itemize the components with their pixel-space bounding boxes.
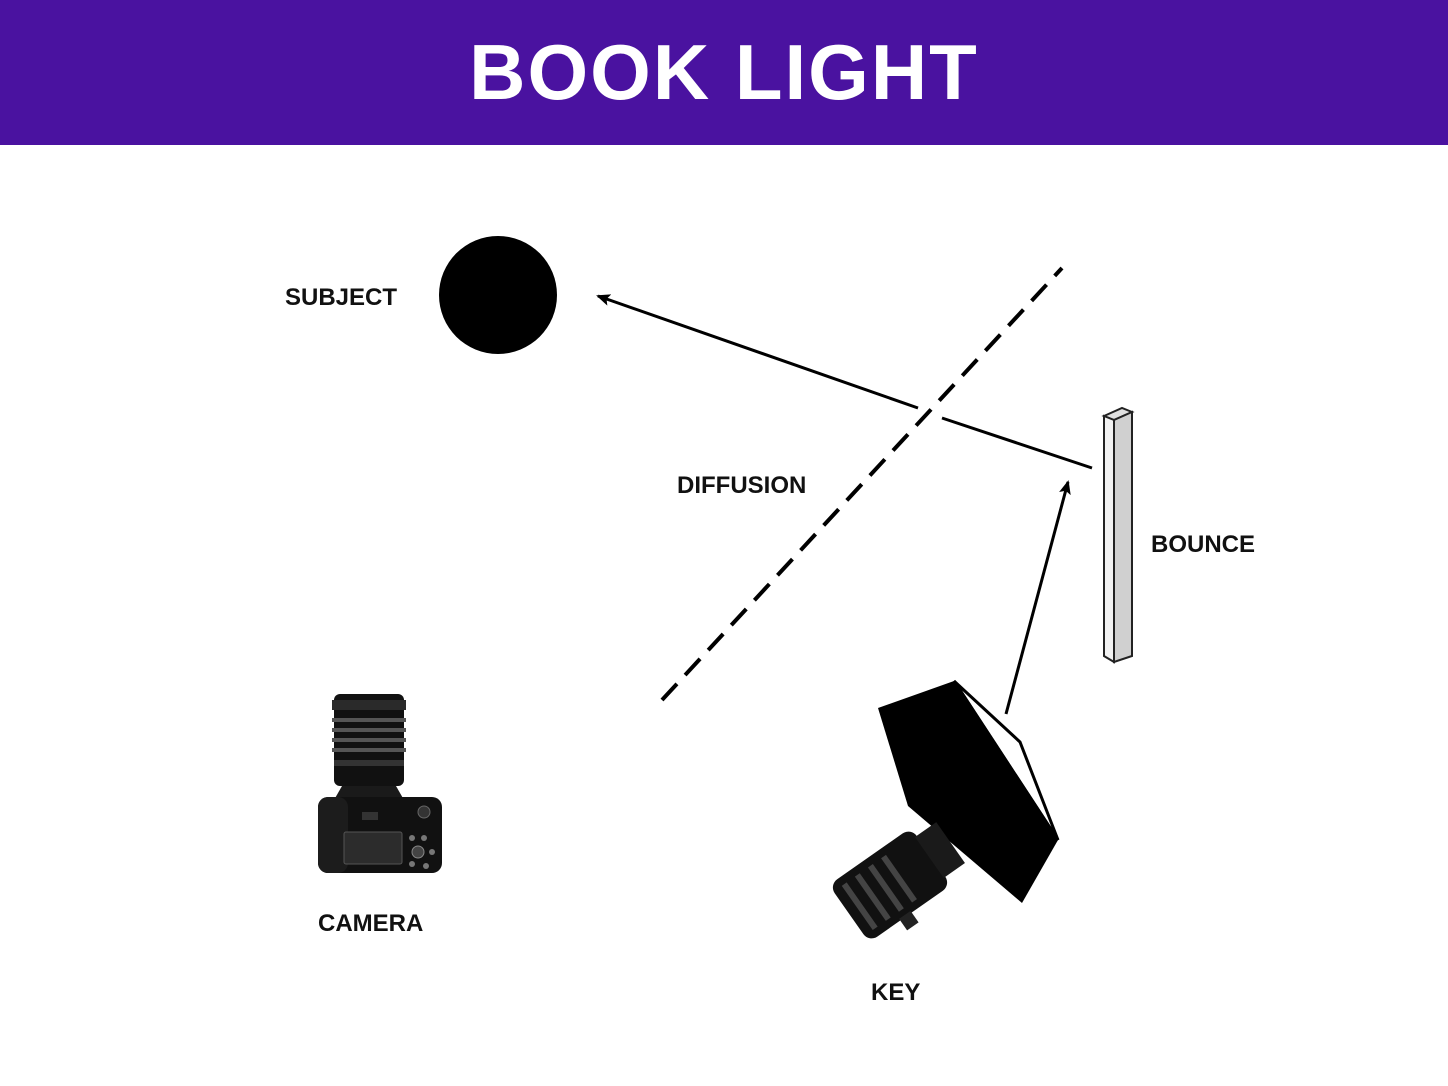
camera-icon	[318, 694, 442, 873]
key-light-icon	[832, 679, 1060, 939]
subject-circle	[439, 236, 557, 354]
diffusion-to-subject-arrow	[596, 294, 919, 410]
page-title: BOOK LIGHT	[469, 28, 979, 116]
bounce-label: BOUNCE	[1151, 531, 1255, 558]
diffusion-frame	[660, 266, 1064, 702]
bounce-board	[1101, 406, 1135, 664]
header-banner: BOOK LIGHT	[0, 0, 1448, 145]
camera-label: CAMERA	[318, 910, 423, 937]
subject-label: SUBJECT	[285, 284, 397, 311]
key-label: KEY	[871, 979, 920, 1006]
bounce-to-diffusion-ray	[941, 416, 1093, 470]
diffusion-label: DIFFUSION	[677, 472, 806, 499]
key-to-bounce-arrow	[1004, 480, 1071, 715]
